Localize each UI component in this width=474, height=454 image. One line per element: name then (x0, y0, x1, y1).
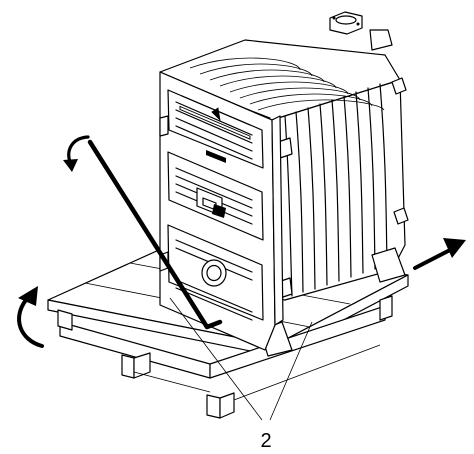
nameplate (206, 150, 226, 163)
flue-outlet (329, 11, 363, 35)
rotate-ccw-arrow-icon (63, 135, 90, 172)
middle-door (167, 150, 264, 241)
front-section (159, 71, 284, 351)
slide-arrow-icon (413, 238, 466, 270)
section-ribs (284, 83, 388, 297)
callout-2: 2 (169, 297, 313, 452)
boiler-body (159, 11, 409, 357)
lower-door (159, 224, 264, 321)
rotate-ccw-arrow-icon-lower (17, 286, 44, 348)
handle (212, 204, 226, 218)
callout-label: 2 (260, 430, 271, 452)
lever-bar-icon (87, 139, 223, 330)
upper-door (159, 89, 264, 169)
warning-triangle-icon (211, 107, 221, 122)
